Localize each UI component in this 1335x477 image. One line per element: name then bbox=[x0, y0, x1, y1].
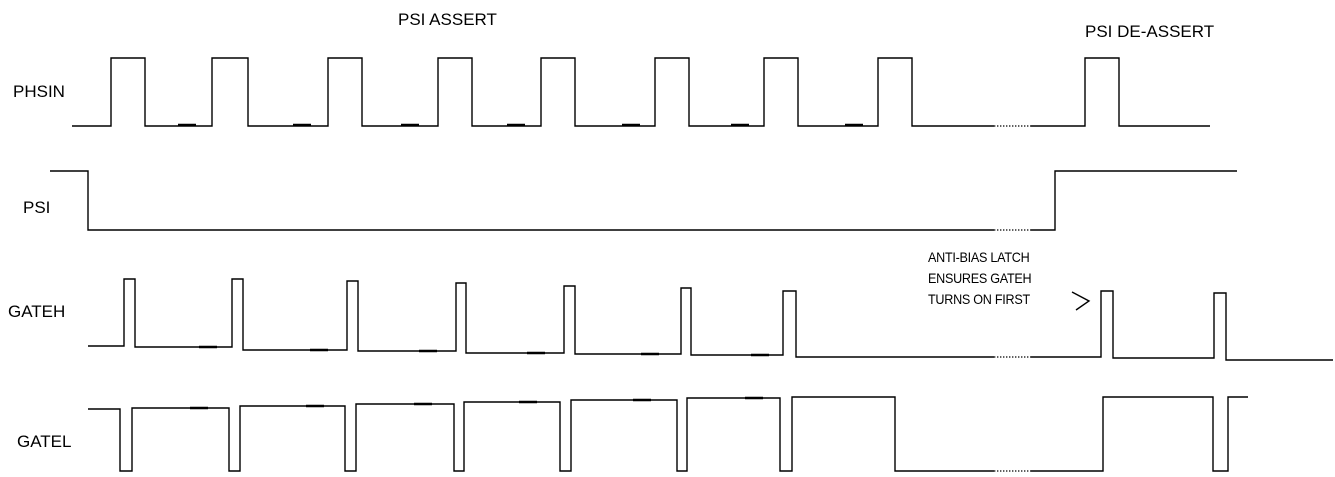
psi-waveform-tail bbox=[1031, 170, 1237, 231]
annotation-line-2: ENSURES GATEH bbox=[928, 270, 1032, 286]
gatel-marks bbox=[190, 396, 763, 410]
gateh-waveform-tail bbox=[1031, 290, 1333, 361]
gateh-waveform bbox=[88, 278, 994, 358]
psi-label: PSI bbox=[23, 198, 51, 217]
gateh-label: GATEH bbox=[8, 302, 66, 321]
phsin-waveform bbox=[72, 57, 994, 127]
psi-deassert-heading: PSI DE-ASSERT bbox=[1085, 22, 1215, 41]
psi-assert-heading: PSI ASSERT bbox=[398, 10, 497, 29]
psi-waveform bbox=[50, 170, 994, 231]
phsin-label: PHSIN bbox=[13, 82, 65, 101]
annotation-arrow bbox=[1071, 291, 1091, 311]
gatel-waveform bbox=[88, 396, 994, 472]
gateh-marks bbox=[199, 345, 769, 357]
gatel-waveform-tail bbox=[1031, 396, 1248, 472]
annotation-line-3: TURNS ON FIRST bbox=[928, 291, 1030, 307]
annotation-line-1: ANTI-BIAS LATCH bbox=[928, 249, 1030, 265]
anti-bias-annotation: ANTI-BIAS LATCH ENSURES GATEH TURNS ON F… bbox=[928, 247, 1032, 310]
phsin-waveform-tail bbox=[1031, 57, 1210, 127]
gatel-label: GATEL bbox=[17, 432, 72, 451]
